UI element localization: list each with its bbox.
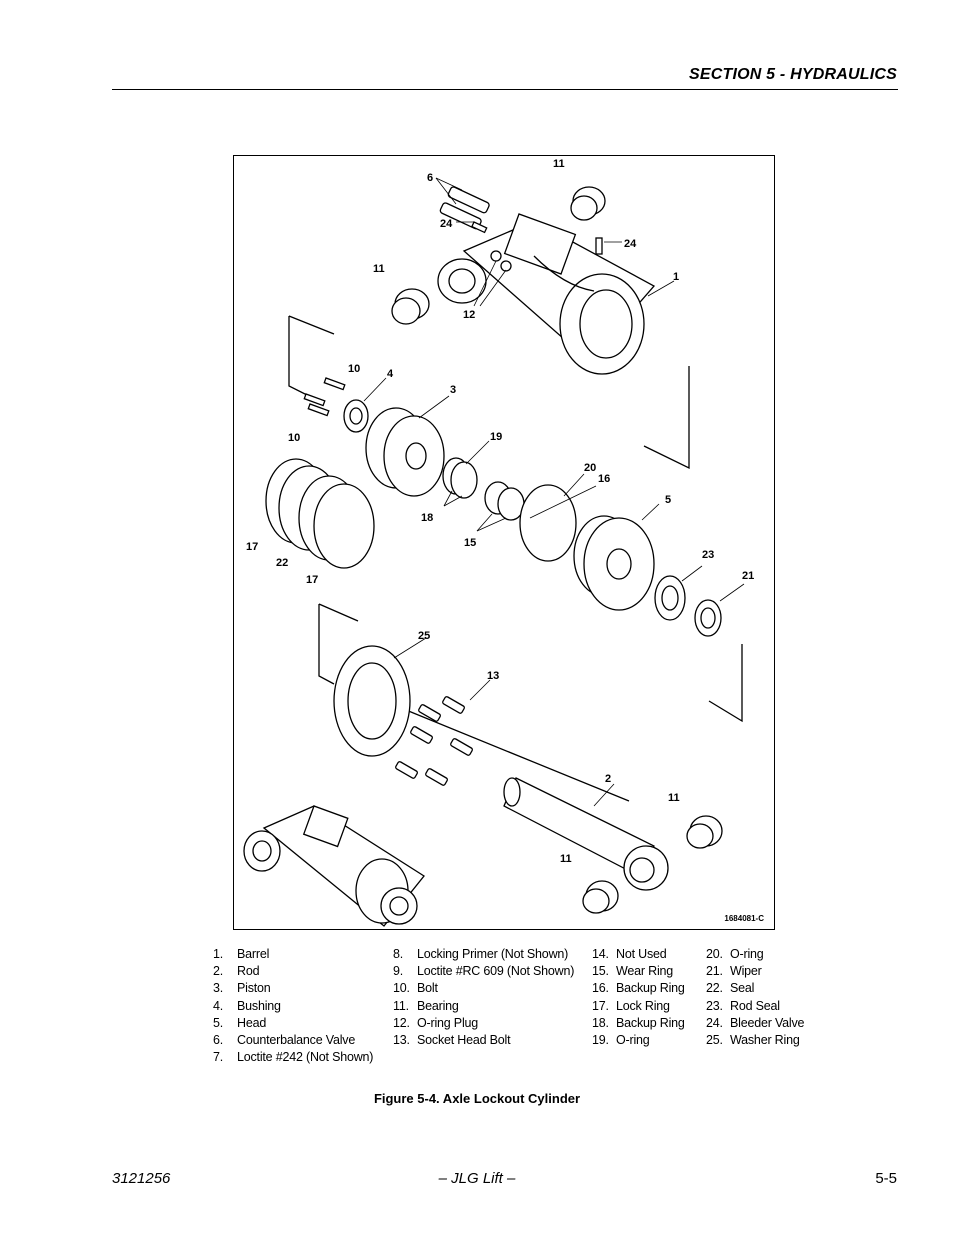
- legend-item: 24.Bleeder Valve: [706, 1015, 805, 1030]
- o-ring-20: [519, 484, 577, 562]
- legend-item: 11.Bearing: [393, 998, 459, 1013]
- legend-column-1: 1.Barrel 2.Rod 3.Piston 4.Bushing 5.Head…: [213, 946, 373, 1066]
- washer-ring: [333, 645, 411, 757]
- callout: 18: [421, 512, 433, 524]
- callout: 15: [464, 537, 476, 549]
- bearing-right-bottom: [686, 815, 723, 849]
- legend-item: 3.Piston: [213, 981, 271, 996]
- header-rule: [112, 89, 898, 90]
- legend-item: 23.Rod Seal: [706, 998, 780, 1013]
- callout: 12: [463, 309, 475, 321]
- callout: 1: [673, 271, 679, 283]
- legend-item: 10.Bolt: [393, 981, 438, 996]
- legend-item: 5.Head: [213, 1015, 267, 1030]
- legend-item: 6.Counterbalance Valve: [213, 1033, 356, 1048]
- rod: [503, 777, 669, 891]
- legend-item: 19.O-ring: [592, 1033, 650, 1048]
- barrel: [437, 213, 656, 375]
- callout: 24: [440, 218, 453, 230]
- head: [573, 515, 655, 611]
- callout: 11: [668, 792, 680, 804]
- bleeder-valve-left: [471, 221, 488, 234]
- extension-line: [643, 366, 690, 470]
- bearing-top: [570, 186, 606, 221]
- callout: 6: [427, 172, 433, 184]
- callout: 17: [246, 541, 258, 553]
- o-ring-plugs: [490, 250, 512, 272]
- legend-column-3: 14.Not Used 15.Wear Ring 16.Backup Ring …: [592, 946, 685, 1049]
- rod-seal: [654, 575, 686, 621]
- callout: 2: [605, 773, 611, 785]
- callout: 11: [373, 263, 385, 275]
- legend-item: 22.Seal: [706, 981, 755, 996]
- legend-item: 15.Wear Ring: [592, 964, 674, 979]
- callout: 11: [560, 853, 572, 865]
- exploded-view-figure: 11 6 24 24 11 1 12 10 4 3 10 19 20 16 5 …: [233, 155, 775, 930]
- legend-item: 20.O-ring: [706, 947, 764, 961]
- extension-line: [318, 603, 359, 622]
- center-line: [383, 700, 630, 802]
- legend-item: 1.Barrel: [213, 947, 270, 961]
- o-ring-backup: [442, 457, 478, 499]
- callout: 19: [490, 431, 502, 443]
- callout: 23: [702, 549, 714, 561]
- callout: 25: [418, 630, 430, 642]
- bushing: [343, 399, 369, 433]
- legend-item: 16.Backup Ring: [592, 981, 685, 996]
- legend-item: 4.Bushing: [213, 998, 281, 1013]
- bolts-10: [303, 377, 346, 417]
- bearing-left: [391, 288, 430, 325]
- assembled-cylinder: [243, 805, 425, 927]
- wear-rings: [484, 481, 525, 521]
- legend-item: 2.Rod: [213, 964, 260, 979]
- legend-column-4: 20.O-ring 21.Wiper 22.Seal 23.Rod Seal 2…: [706, 946, 805, 1049]
- legend-item: 12.O-ring Plug: [393, 1015, 479, 1030]
- callout: 4: [387, 368, 394, 380]
- legend-item: 14.Not Used: [592, 947, 667, 961]
- callout: 10: [288, 432, 300, 444]
- callout: 16: [598, 473, 610, 485]
- extension-line: [288, 316, 310, 397]
- extension-line: [708, 644, 743, 723]
- piston: [365, 407, 445, 497]
- legend-column-2: 8.Locking Primer (Not Shown) 9.Loctite #…: [393, 946, 574, 1049]
- figure-caption: Figure 5-4. Axle Lockout Cylinder: [373, 1091, 581, 1106]
- callout: 5: [665, 494, 671, 506]
- bearing-bottom: [582, 880, 619, 914]
- callout: 3: [450, 384, 456, 396]
- callout: 22: [276, 557, 288, 569]
- drawing-id: 1684081-C: [724, 914, 764, 923]
- callout: 21: [742, 570, 754, 582]
- publisher: – JLG Lift –: [438, 1170, 516, 1187]
- callout: 13: [487, 670, 499, 682]
- doc-number: 3121256: [112, 1170, 171, 1187]
- legend-item: 21.Wiper: [706, 964, 762, 979]
- legend-item: 17.Lock Ring: [592, 998, 670, 1013]
- section-title: SECTION 5 - HYDRAULICS: [689, 66, 897, 83]
- legend-item: 13.Socket Head Bolt: [393, 1033, 511, 1048]
- callout: 17: [306, 574, 318, 586]
- legend-item: 7.Loctite #242 (Not Shown): [213, 1050, 374, 1065]
- callout: 24: [624, 238, 637, 250]
- legend-item: 25.Washer Ring: [706, 1033, 800, 1048]
- exploded-view-drawing: 11 6 24 24 11 1 12 10 4 3 10 19 20 16 5 …: [243, 158, 754, 927]
- extension-line: [318, 604, 335, 685]
- legend-item: 18.Backup Ring: [592, 1015, 685, 1030]
- wiper: [694, 599, 722, 637]
- bleeder-valve-right: [595, 237, 603, 255]
- socket-head-bolts: [395, 696, 473, 786]
- callout: 11: [553, 158, 565, 170]
- extension-line: [288, 315, 335, 335]
- lock-rings-seals: [265, 458, 375, 569]
- page-number: 5-5: [875, 1170, 897, 1187]
- legend-item: 8.Locking Primer (Not Shown): [393, 947, 569, 961]
- callout: 20: [584, 462, 596, 474]
- legend-item: 9.Loctite #RC 609 (Not Shown): [393, 964, 575, 979]
- callout: 10: [348, 363, 360, 375]
